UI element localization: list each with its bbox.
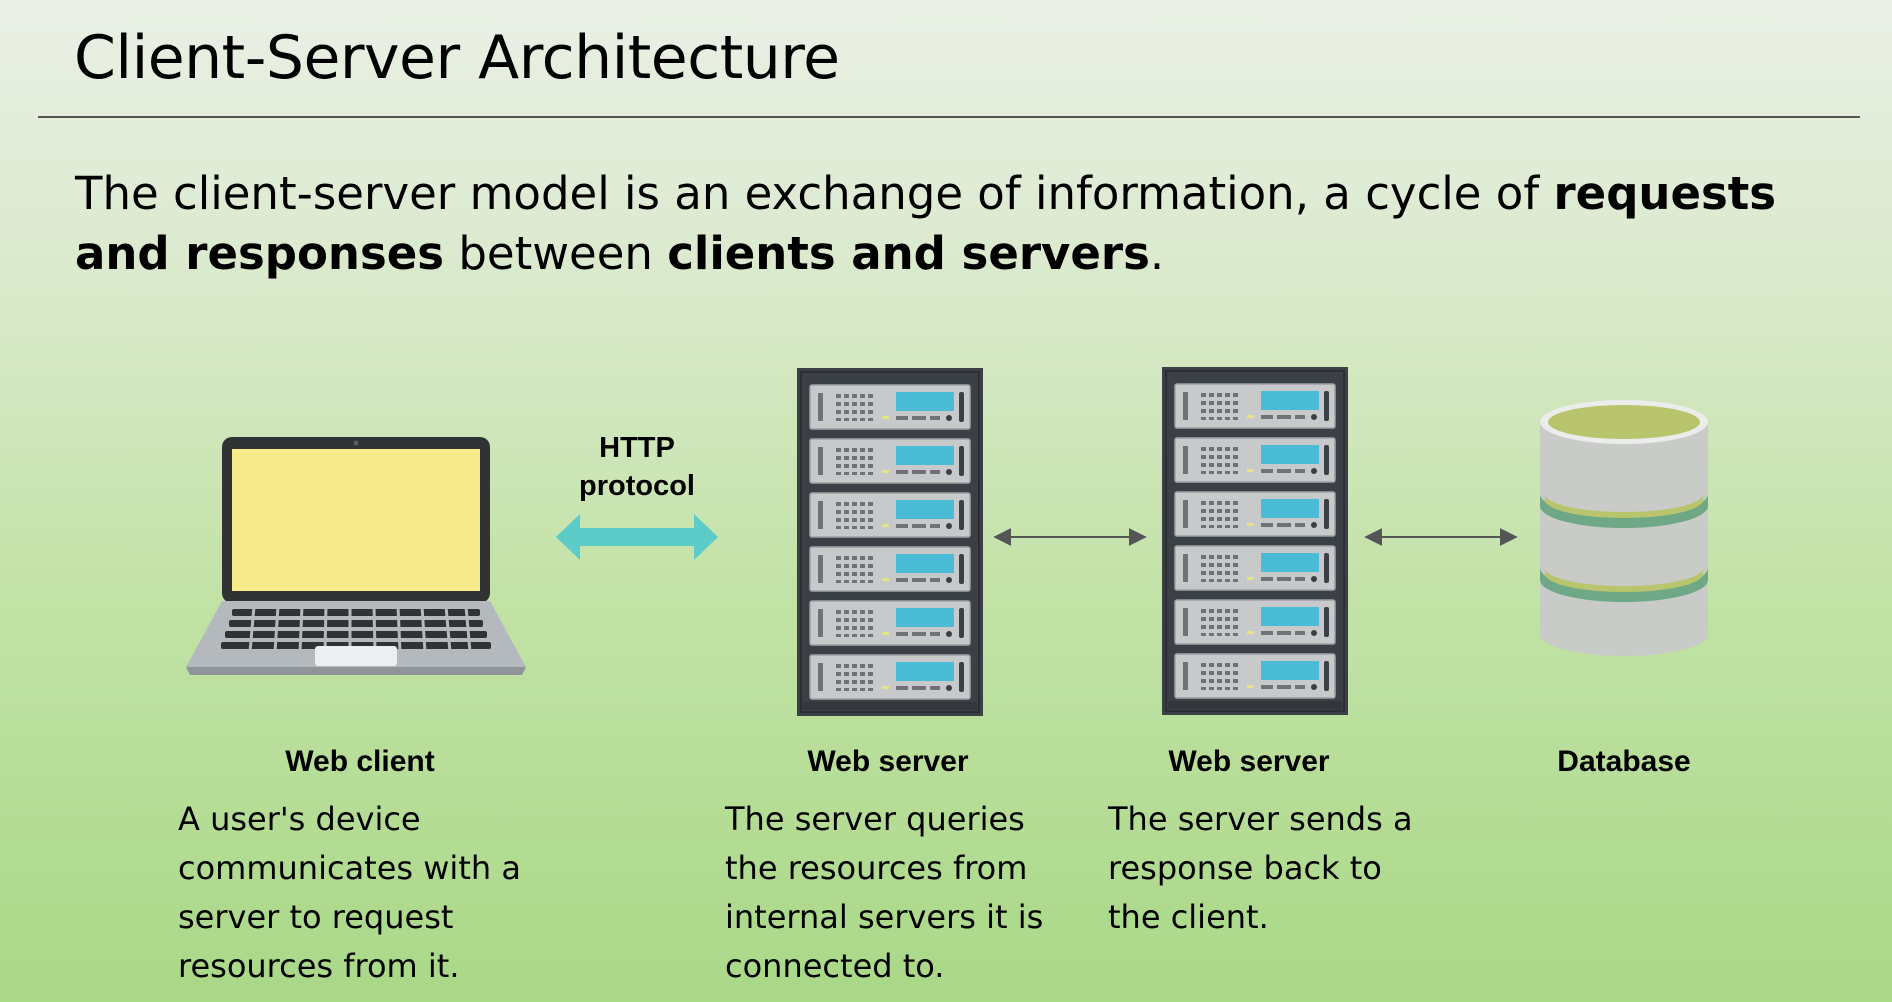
intro-text-1: The client-server model is an exchange o… <box>75 167 1554 220</box>
intro-text-2: between <box>444 227 668 280</box>
intro-text-3: . <box>1149 227 1165 280</box>
intro-emphasis-clients-servers: clients and servers <box>667 227 1150 280</box>
title-divider <box>38 116 1860 118</box>
web-client-label: Web client <box>285 745 435 778</box>
page-title: Client-Server Architecture <box>74 23 840 93</box>
web-server-2-label: Web server <box>1168 745 1330 778</box>
web-server-2-description: The server sends a response back to the … <box>1108 800 1413 936</box>
web-client-description: A user's device communicates with a serv… <box>178 800 521 985</box>
web-server-1-label: Web server <box>807 745 969 778</box>
intro-emphasis-requests-responses: requests and responses <box>75 167 1777 280</box>
intro-paragraph: The client-server model is an exchange o… <box>75 164 1865 284</box>
http-bidirectional-arrow <box>556 514 718 560</box>
http-protocol-label: HTTP protocol <box>579 432 695 502</box>
web-server-1-description: The server queries the resources from in… <box>725 800 1044 985</box>
laptop-icon <box>186 437 526 675</box>
database-icon <box>1540 400 1708 656</box>
web-server-1-icon <box>797 368 983 716</box>
web-server-2-icon <box>1162 367 1348 715</box>
database-label: Database <box>1557 745 1691 778</box>
